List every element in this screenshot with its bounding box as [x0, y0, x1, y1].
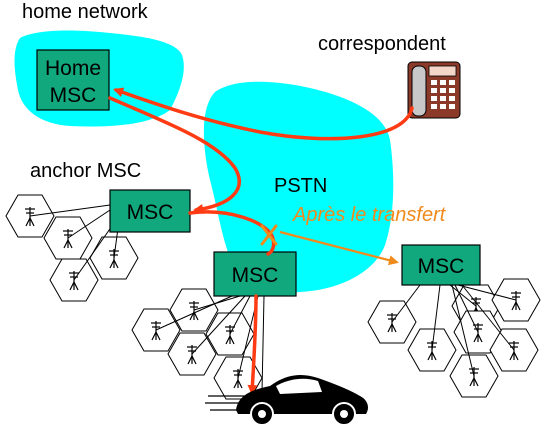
path-cut-mark [260, 224, 278, 246]
car-icon [205, 374, 368, 426]
serving-msc-box [213, 251, 297, 297]
serving-cell-cluster [131, 288, 265, 400]
anchor-msc-text: MSC [127, 201, 174, 224]
call-path-home-to-anchor [108, 96, 241, 214]
phone-icon [407, 61, 461, 119]
home-network-label: home network [22, 1, 149, 23]
correspondent-label: correspondent [318, 33, 446, 55]
call-path-anchor-to-serving [188, 210, 276, 256]
anchor-msc-box [109, 189, 191, 233]
anchor-msc-label: anchor MSC [30, 160, 141, 182]
call-path-serving-to-car [247, 294, 258, 395]
home-msc-box [36, 49, 110, 111]
home-msc-line2: MSC [50, 84, 97, 107]
home-msc-line1: Home [45, 57, 101, 80]
transfer-arrow [279, 230, 399, 266]
new-cell-cluster [367, 278, 541, 398]
new-msc-text: MSC [418, 255, 465, 278]
after-transfer-label: Après le transfert [292, 204, 447, 226]
call-path-correspondent-to-home [113, 87, 414, 141]
anchor-cell-cluster [5, 194, 139, 302]
pstn-cloud [203, 81, 394, 293]
serving-msc-text: MSC [232, 264, 279, 287]
pstn-label: PSTN [274, 175, 327, 197]
new-msc-box [401, 244, 481, 286]
